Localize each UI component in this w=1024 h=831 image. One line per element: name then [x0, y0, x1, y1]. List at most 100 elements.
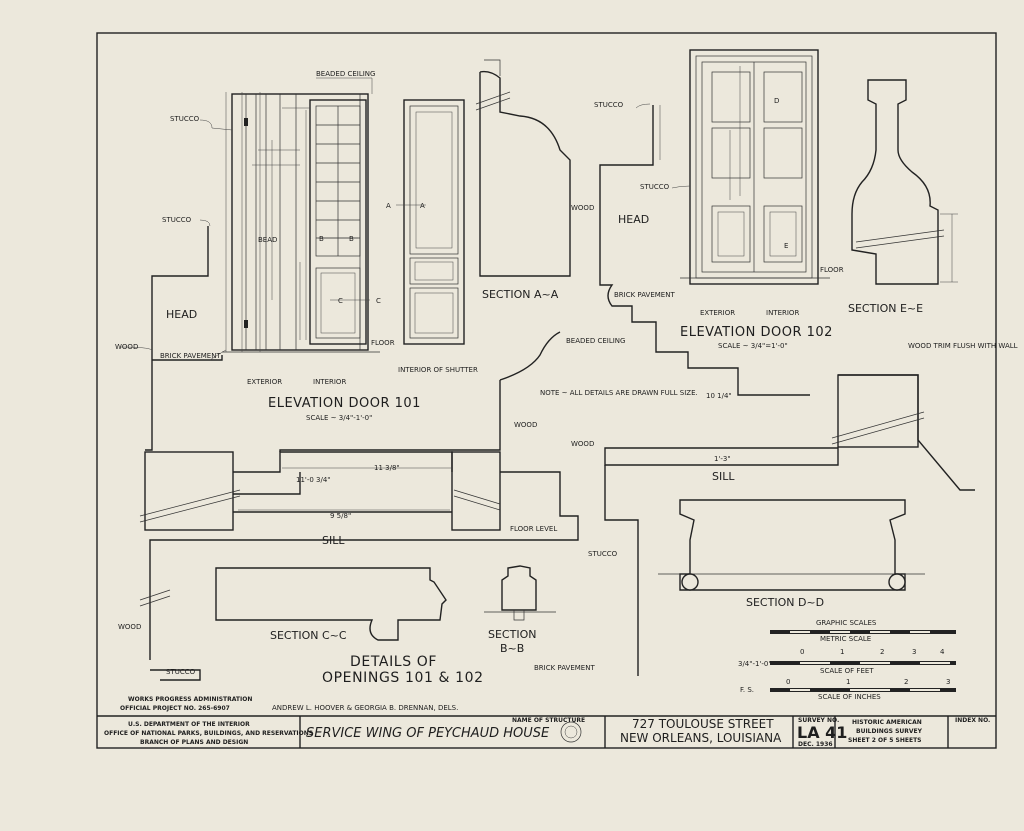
- tb-dept-1: U.S. DEPARTMENT OF THE INTERIOR: [128, 721, 250, 728]
- title-block: U.S. DEPARTMENT OF THE INTERIOR OFFICE O…: [104, 717, 990, 748]
- label-floor-level: FLOOR LEVEL: [510, 525, 557, 533]
- label-sill-1: SILL: [322, 534, 345, 547]
- credits-delineators: ANDREW L. HOOVER & GEORGIA B. DRENNAN, D…: [272, 704, 458, 712]
- title-section-ee: SECTION E~E: [848, 302, 923, 315]
- scale-of-inches-label: SCALE OF INCHES: [818, 693, 881, 701]
- label-interior-of-shutter: INTERIOR OF SHUTTER: [398, 366, 478, 374]
- label-brick-pavement-3: BRICK PAVEMENT: [534, 664, 595, 672]
- tb-address-1: 727 TOULOUSE STREET: [632, 717, 774, 731]
- label-beaded-ceiling-mid: BEADED CEILING: [566, 337, 625, 345]
- label-wood-4: WOOD: [571, 440, 594, 448]
- mark-d: D: [774, 97, 779, 105]
- scale-feet-prefix: 3/4"-1'-0": [738, 660, 772, 668]
- tb-address-2: NEW ORLEANS, LOUISIANA: [620, 731, 782, 745]
- tb-sheet: SHEET 2 OF 5 SHEETS: [848, 737, 922, 744]
- inch-tick-2: 2: [904, 678, 908, 686]
- tb-survey-no: LA 41: [797, 723, 847, 742]
- credits: WORKS PROGRESS ADMINISTRATION OFFICIAL P…: [120, 696, 458, 712]
- title-section-cc: SECTION C~C: [270, 629, 347, 642]
- mark-a-2: A: [420, 202, 425, 210]
- label-wood-1: WOOD: [115, 343, 138, 351]
- metric-tick-0: 0: [800, 648, 804, 656]
- tb-survey-label: SURVEY NO.: [798, 717, 839, 724]
- elevation-door-101: [119, 77, 465, 451]
- title-section-dd: SECTION D~D: [746, 596, 824, 609]
- title-section-bb-1: SECTION: [488, 628, 536, 641]
- metric-tick-1: 1: [840, 648, 844, 656]
- title-details-1: DETAILS OF: [350, 654, 437, 670]
- section-e-e: [851, 79, 958, 285]
- inch-tick-3: 3: [946, 678, 950, 686]
- title-section-aa: SECTION A~A: [482, 288, 559, 301]
- label-interior-1: INTERIOR: [313, 378, 346, 386]
- label-brick-pavement-2: BRICK PAVEMENT: [614, 291, 675, 299]
- elevation-door-102: [599, 49, 830, 396]
- tb-habs-2: BUILDINGS SURVEY: [856, 728, 923, 735]
- fs-label: F. S.: [740, 686, 754, 694]
- mark-e: E: [784, 242, 788, 250]
- label-brick-pavement-1: BRICK PAVEMENT: [160, 352, 221, 360]
- section-b-b: [484, 565, 556, 621]
- title-block-frame: [97, 715, 996, 748]
- label-stucco-5: STUCCO: [588, 550, 618, 558]
- label-floor-1: FLOOR: [371, 339, 395, 347]
- label-stucco-2: STUCCO: [162, 216, 192, 224]
- drawing-labels: BEADED CEILING STUCCO STUCCO HEAD WOOD B…: [115, 70, 1018, 701]
- tb-name-label: NAME OF STRUCTURE: [512, 717, 585, 724]
- scale-101: SCALE ~ 3/4"-1'-0": [306, 414, 372, 422]
- section-d-d: [658, 499, 925, 591]
- section-c-c: [139, 567, 447, 681]
- label-exterior-2: EXTERIOR: [700, 309, 735, 317]
- mark-b-2: B: [349, 235, 354, 243]
- graphic-scales-title: GRAPHIC SCALES: [816, 619, 877, 627]
- dim-11-3-8: 11 3/8": [374, 464, 400, 472]
- tb-dept-3: BRANCH OF PLANS AND DESIGN: [140, 739, 248, 746]
- sill-101: [139, 331, 579, 660]
- section-a-a: [475, 59, 571, 277]
- metric-tick-2: 2: [880, 648, 884, 656]
- metric-scale-label: METRIC SCALE: [820, 635, 871, 643]
- label-stucco-1: STUCCO: [170, 115, 200, 123]
- label-floor-2: FLOOR: [820, 266, 844, 274]
- title-section-bb-2: B~B: [500, 642, 524, 655]
- metric-tick-3: 3: [912, 648, 916, 656]
- credits-agency: WORKS PROGRESS ADMINISTRATION: [128, 696, 252, 703]
- label-sill-2: SILL: [712, 470, 735, 483]
- tb-structure: SERVICE WING OF PEYCHAUD HOUSE: [306, 726, 550, 741]
- dim-10-1-4: 10 1/4": [706, 392, 732, 400]
- tb-survey-date: DEC. 1936: [798, 741, 833, 748]
- tb-index-label: INDEX NO.: [955, 717, 990, 724]
- inch-tick-0: 0: [786, 678, 790, 686]
- label-note: NOTE ~ ALL DETAILS ARE DRAWN FULL SIZE.: [540, 389, 698, 397]
- label-head-2: HEAD: [618, 213, 649, 226]
- tb-habs-1: HISTORIC AMERICAN: [852, 719, 922, 726]
- sheet-border: [96, 32, 997, 749]
- label-wood-3: WOOD: [514, 421, 537, 429]
- dim-11-0-3-4: 11'-0 3/4": [296, 476, 331, 484]
- mark-c-1: C: [338, 297, 343, 305]
- title-elevation-door-101: ELEVATION DOOR 101: [268, 396, 421, 411]
- label-stucco-4: STUCCO: [640, 183, 670, 191]
- dim-9-5-8: 9 5/8": [330, 512, 351, 520]
- credits-project: OFFICIAL PROJECT NO. 265-6907: [120, 705, 230, 712]
- sill-102: [604, 374, 975, 676]
- label-wood-2: WOOD: [571, 204, 594, 212]
- tb-dept-2: OFFICE OF NATIONAL PARKS, BUILDINGS, AND…: [104, 730, 313, 737]
- survey-seal: [560, 721, 582, 743]
- inch-tick-1: 1: [846, 678, 850, 686]
- title-elevation-door-102: ELEVATION DOOR 102: [680, 325, 833, 340]
- graphic-scales: [770, 630, 956, 692]
- label-interior-2: INTERIOR: [766, 309, 799, 317]
- mark-b-1: B: [319, 235, 324, 243]
- label-stucco-6: STUCCO: [166, 668, 196, 676]
- mark-a-1: A: [386, 202, 391, 210]
- title-details-2: OPENINGS 101 & 102: [322, 670, 484, 686]
- label-exterior-1: EXTERIOR: [247, 378, 282, 386]
- metric-tick-4: 4: [940, 648, 945, 656]
- label-head-1: HEAD: [166, 308, 197, 321]
- dim-1-3: 1'-3": [714, 455, 731, 463]
- label-bead: BEAD: [258, 236, 277, 244]
- scale-102: SCALE ~ 3/4"=1'-0": [718, 342, 788, 350]
- label-beaded-ceiling-top: BEADED CEILING: [316, 70, 375, 78]
